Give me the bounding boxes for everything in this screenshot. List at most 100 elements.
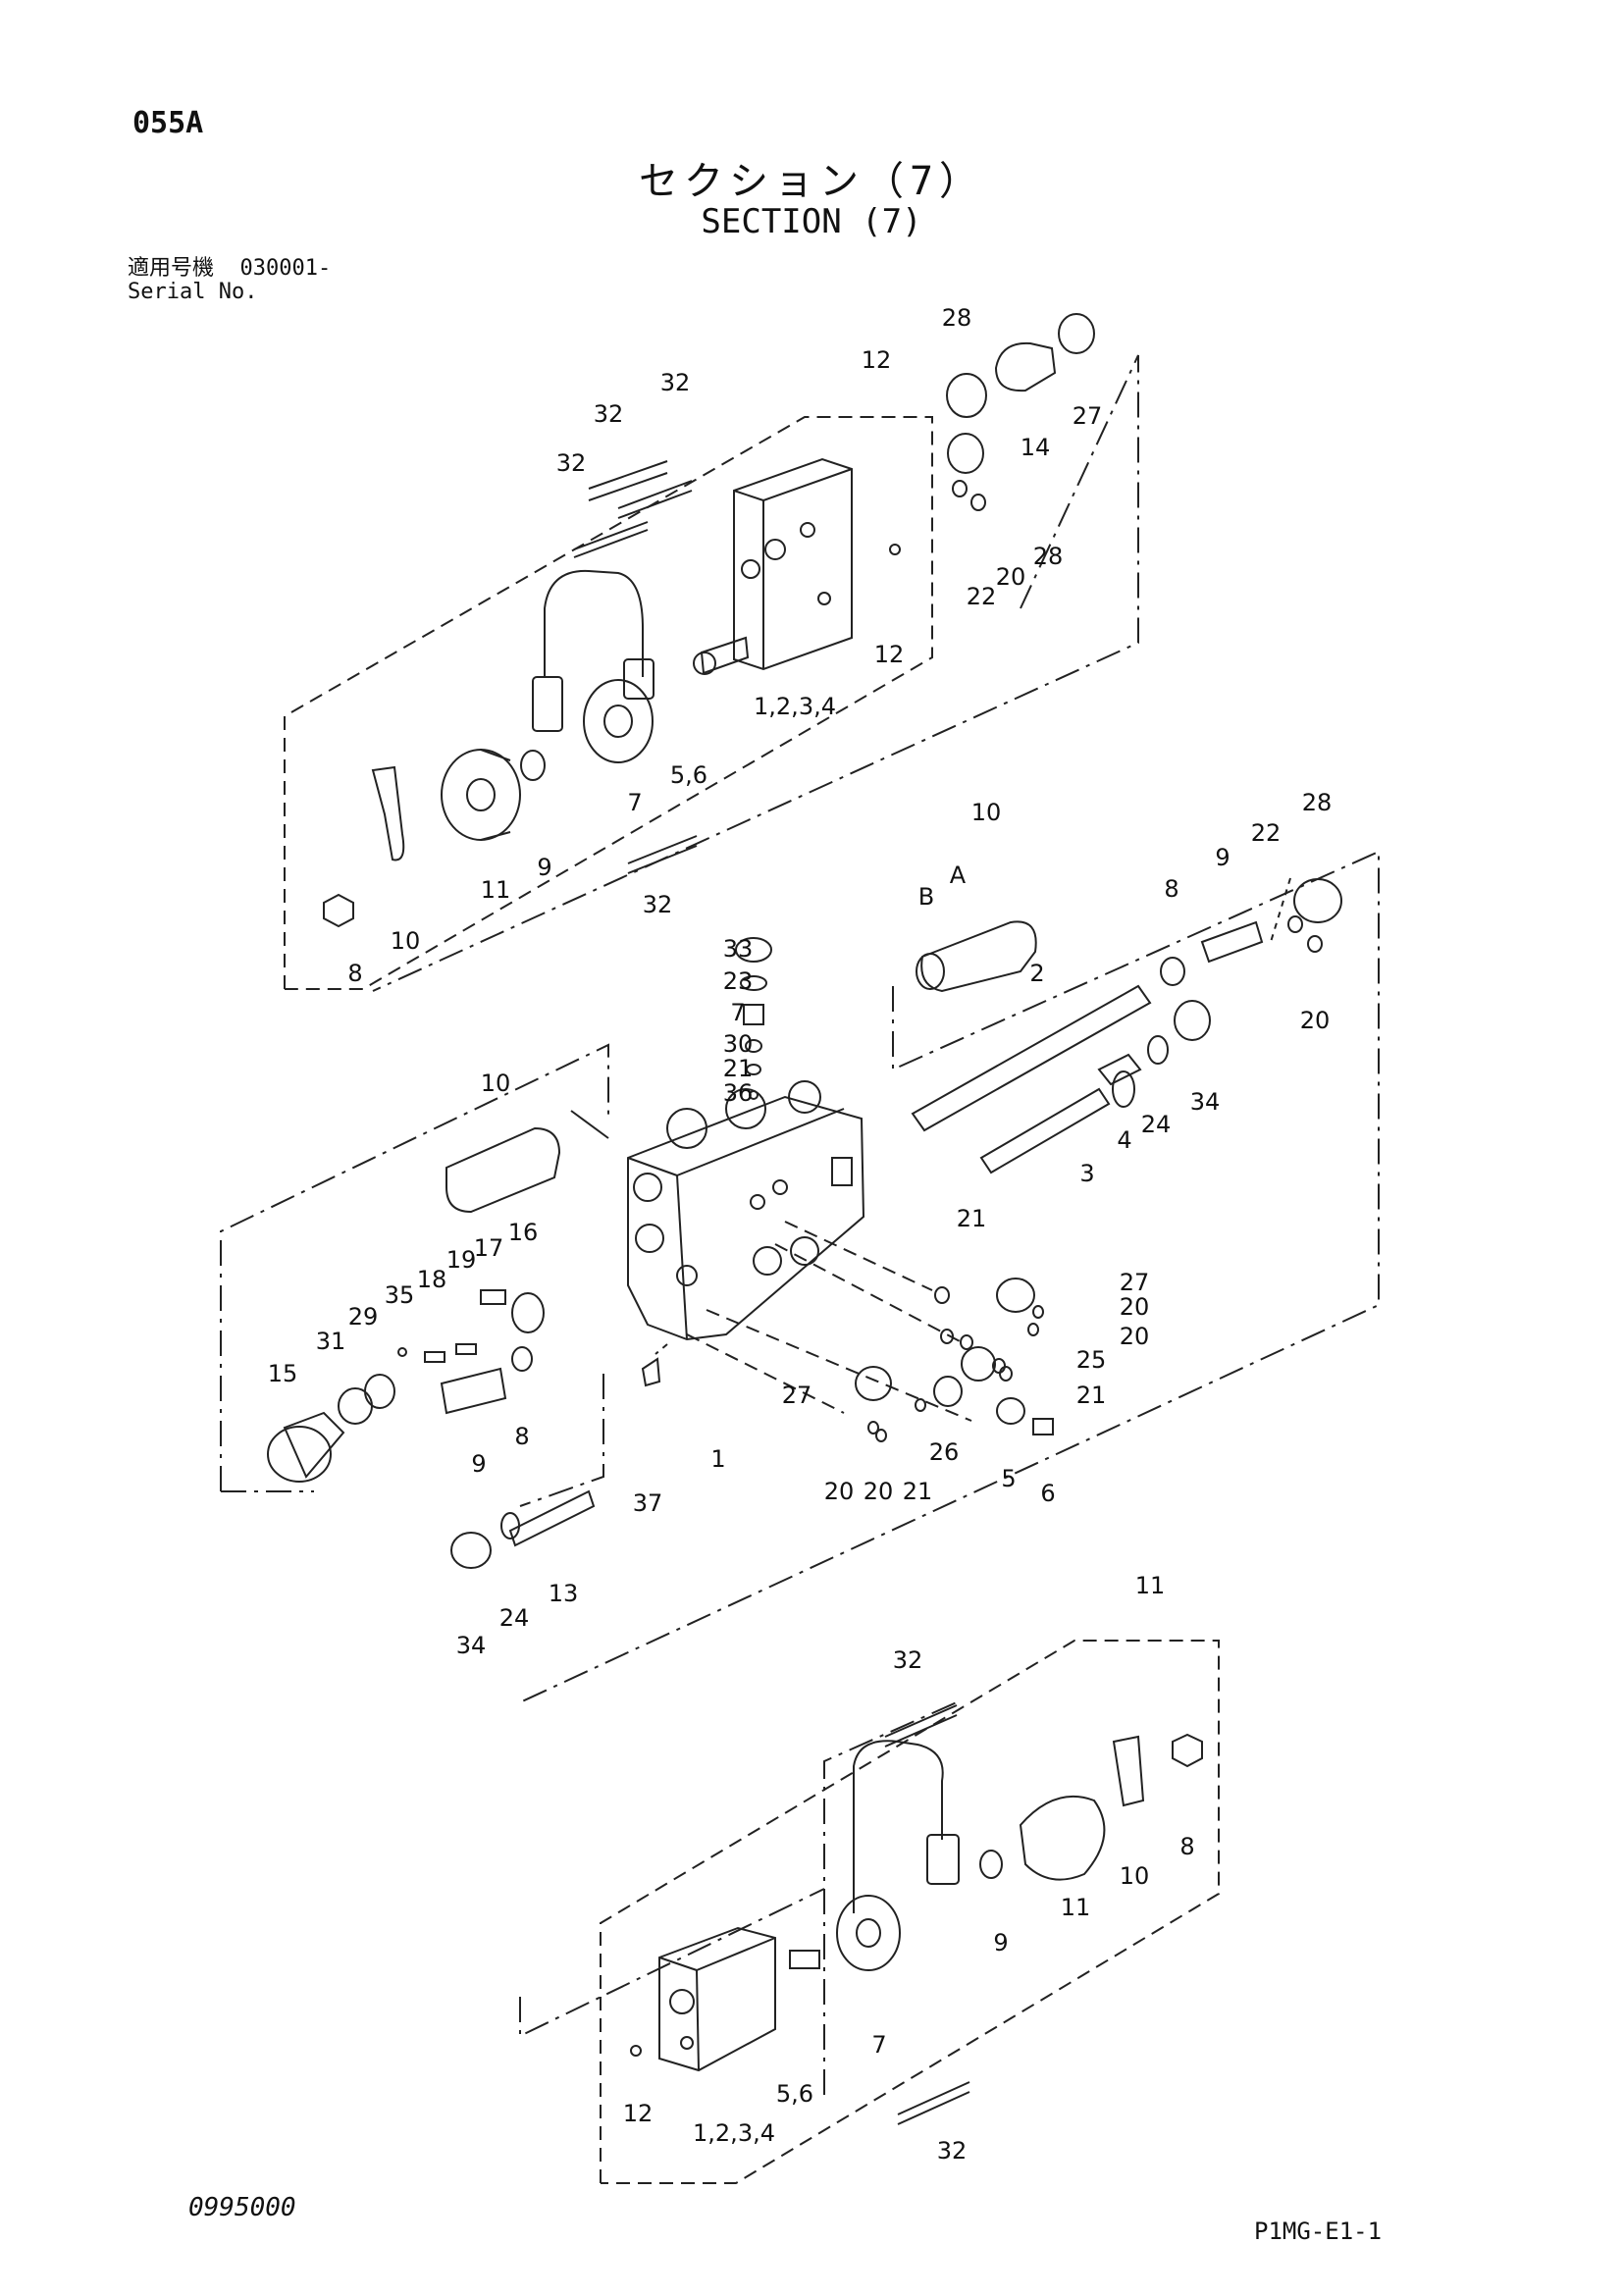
part-label: 6 [1040,1480,1055,1507]
serial-label-jp: 適用号機 [128,256,215,281]
footer-drawing-code: 0995000 [188,2193,296,2222]
part-label: 16 [508,1219,539,1246]
part-label: 32 [643,891,673,918]
part-label: 15 [268,1360,298,1387]
part-label: 20 [864,1478,894,1505]
left-side-parts [267,1289,661,1569]
part-label: 1,2,3,4 [754,693,836,720]
part-label: 8 [514,1423,529,1450]
part-label: 32 [893,1646,923,1674]
part-label: 8 [1164,875,1178,903]
serial-info: 適用号機 030001- Serial No. [128,257,331,304]
top-solenoid-coil [323,569,750,928]
main-envelope-lines [220,850,1380,1703]
part-label: 9 [993,1929,1008,1957]
part-label: 7 [627,789,642,816]
part-label: 33 [723,935,754,963]
part-label: 32 [937,2137,968,2165]
part-label: 34 [456,1632,487,1659]
part-label: 1 [710,1445,725,1473]
serial-value: 030001- [239,256,332,281]
part-label: 27 [1073,402,1103,430]
part-label: 4 [1117,1126,1131,1154]
page-title-jp: セクション（7） [638,159,985,204]
part-label: 8 [1179,1833,1194,1860]
part-label: 24 [1141,1111,1172,1138]
upper-relief-valve [916,920,1037,993]
part-label: 10 [391,927,421,955]
top-subassembly-outline [284,354,1139,992]
page-code: 055A [132,106,204,140]
part-label: 25 [1076,1346,1107,1374]
part-label: 21 [957,1205,987,1232]
part-label: 5,6 [776,2080,813,2108]
part-label: A [950,861,967,889]
part-label: B [918,883,934,911]
part-label: 7 [730,999,745,1026]
part-label: 34 [1190,1088,1221,1116]
part-label: 7 [871,2031,886,2059]
part-label: 30 [723,1030,754,1058]
bottom-subassembly-outline [519,1640,1220,2184]
top-valve-block [733,457,853,671]
part-label: 29 [348,1303,379,1331]
spool-assembly [911,878,1342,1174]
part-label: 11 [1135,1572,1166,1599]
part-label: 31 [316,1328,346,1355]
part-label: 5 [1001,1465,1016,1492]
part-label: 8 [347,960,362,987]
part-label: 19 [446,1246,477,1274]
part-label: 20 [1120,1293,1150,1321]
bottom-bolts [884,1704,970,2125]
part-label: 12 [874,641,905,668]
part-label: 27 [782,1382,812,1409]
part-label: 13 [549,1580,579,1607]
part-label: 5,6 [670,761,707,789]
part-label: 22 [967,583,997,610]
part-label: 28 [1302,789,1333,816]
part-label: 20 [824,1478,855,1505]
part-label: 32 [594,400,624,428]
part-label: 10 [1120,1862,1150,1890]
part-label: 24 [499,1604,530,1632]
part-label: 35 [385,1281,415,1309]
part-label: 21 [723,1055,754,1082]
part-label: 11 [1061,1894,1091,1921]
part-label: 36 [723,1079,754,1107]
part-label: 9 [1215,844,1230,871]
part-label: 28 [1033,543,1064,570]
part-label: 9 [537,854,551,881]
part-label: 14 [1021,434,1051,461]
page-title-en: SECTION (7) [701,202,922,241]
part-label: 2 [1029,960,1044,987]
bottom-valve-block [630,1926,820,2072]
part-label: 10 [481,1070,511,1097]
part-label: 12 [862,346,892,374]
part-label: 32 [660,369,691,396]
top-bolts [573,460,698,874]
part-label: 21 [903,1478,933,1505]
part-label: 32 [556,449,587,477]
part-label: 28 [942,304,972,332]
part-label: 18 [417,1266,447,1293]
part-label: 9 [471,1450,486,1478]
top-seals [889,313,1095,555]
serial-label-en: Serial No. [128,280,258,304]
part-label: 20 [996,563,1026,591]
part-label: 3 [1079,1160,1094,1187]
part-label: 21 [1076,1382,1107,1409]
part-label: 1,2,3,4 [693,2119,775,2147]
bottom-solenoid-coil [836,1733,1203,1971]
part-label: 12 [623,2100,654,2127]
main-valve-body [627,1080,865,1341]
part-label: 17 [474,1234,504,1262]
part-label: 22 [1251,819,1282,847]
part-label: 37 [633,1489,663,1517]
part-label: 26 [929,1438,960,1466]
part-label: 11 [481,876,511,904]
footer-page-code: P1MG-E1-1 [1254,2218,1383,2245]
part-label: 20 [1300,1007,1331,1034]
right-lower-seals [855,1278,1054,1442]
part-labels: 28271214323232282220121,2,3,45,679111083… [268,304,1333,2165]
